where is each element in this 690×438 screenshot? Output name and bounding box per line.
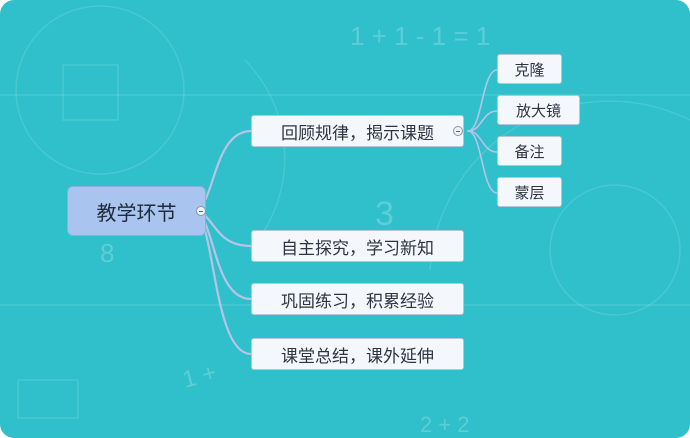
bg-arc-left bbox=[244, 59, 286, 251]
leaf-node-magnifier[interactable]: 放大镜 bbox=[497, 95, 580, 125]
leaf-node-label: 放大镜 bbox=[515, 102, 561, 120]
bg-digit-three: 3 bbox=[375, 195, 394, 233]
bg-arc-right bbox=[429, 100, 690, 271]
collapse-root-icon[interactable] bbox=[196, 206, 206, 216]
branch-node-summary[interactable]: 课堂总结，课外延伸 bbox=[251, 338, 464, 370]
leaf-node-clone[interactable]: 克隆 bbox=[497, 54, 562, 84]
connector-leaf-2 bbox=[467, 110, 498, 132]
leaf-node-label: 备注 bbox=[514, 143, 545, 161]
bg-square bbox=[62, 64, 119, 121]
branch-node-label: 课堂总结，课外延伸 bbox=[281, 346, 434, 366]
branch-node-explore[interactable]: 自主探究，学习新知 bbox=[251, 230, 464, 262]
leaf-node-label: 克隆 bbox=[514, 61, 545, 79]
branch-node-label: 回顾规律，揭示课题 bbox=[281, 123, 434, 143]
collapse-branch-icon[interactable] bbox=[453, 126, 463, 136]
bg-equation-bottom: 2 + 2 bbox=[420, 412, 470, 437]
root-node-label: 教学环节 bbox=[96, 202, 177, 225]
bg-digit-eight: 8 bbox=[100, 238, 114, 268]
bg-equation-top: 1 + 1 - 1 = 1 bbox=[350, 21, 490, 51]
root-node[interactable]: 教学环节 bbox=[67, 186, 206, 236]
connector-leaf-1 bbox=[467, 69, 498, 132]
branch-node-review[interactable]: 回顾规律，揭示课题 bbox=[251, 115, 464, 147]
leaf-node-label: 蒙层 bbox=[514, 184, 545, 202]
branch-node-practice[interactable]: 巩固练习，积累经验 bbox=[251, 283, 464, 315]
bg-circle-right bbox=[549, 184, 681, 316]
connector-leaf-4 bbox=[467, 130, 498, 194]
leaf-node-mask[interactable]: 蒙层 bbox=[497, 177, 562, 207]
branch-node-label: 巩固练习，积累经验 bbox=[281, 291, 434, 311]
leaf-node-note[interactable]: 备注 bbox=[497, 136, 562, 166]
bg-rect-bottom bbox=[17, 379, 79, 419]
bg-circle-large bbox=[15, 5, 185, 175]
branch-node-label: 自主探究，学习新知 bbox=[281, 238, 434, 258]
